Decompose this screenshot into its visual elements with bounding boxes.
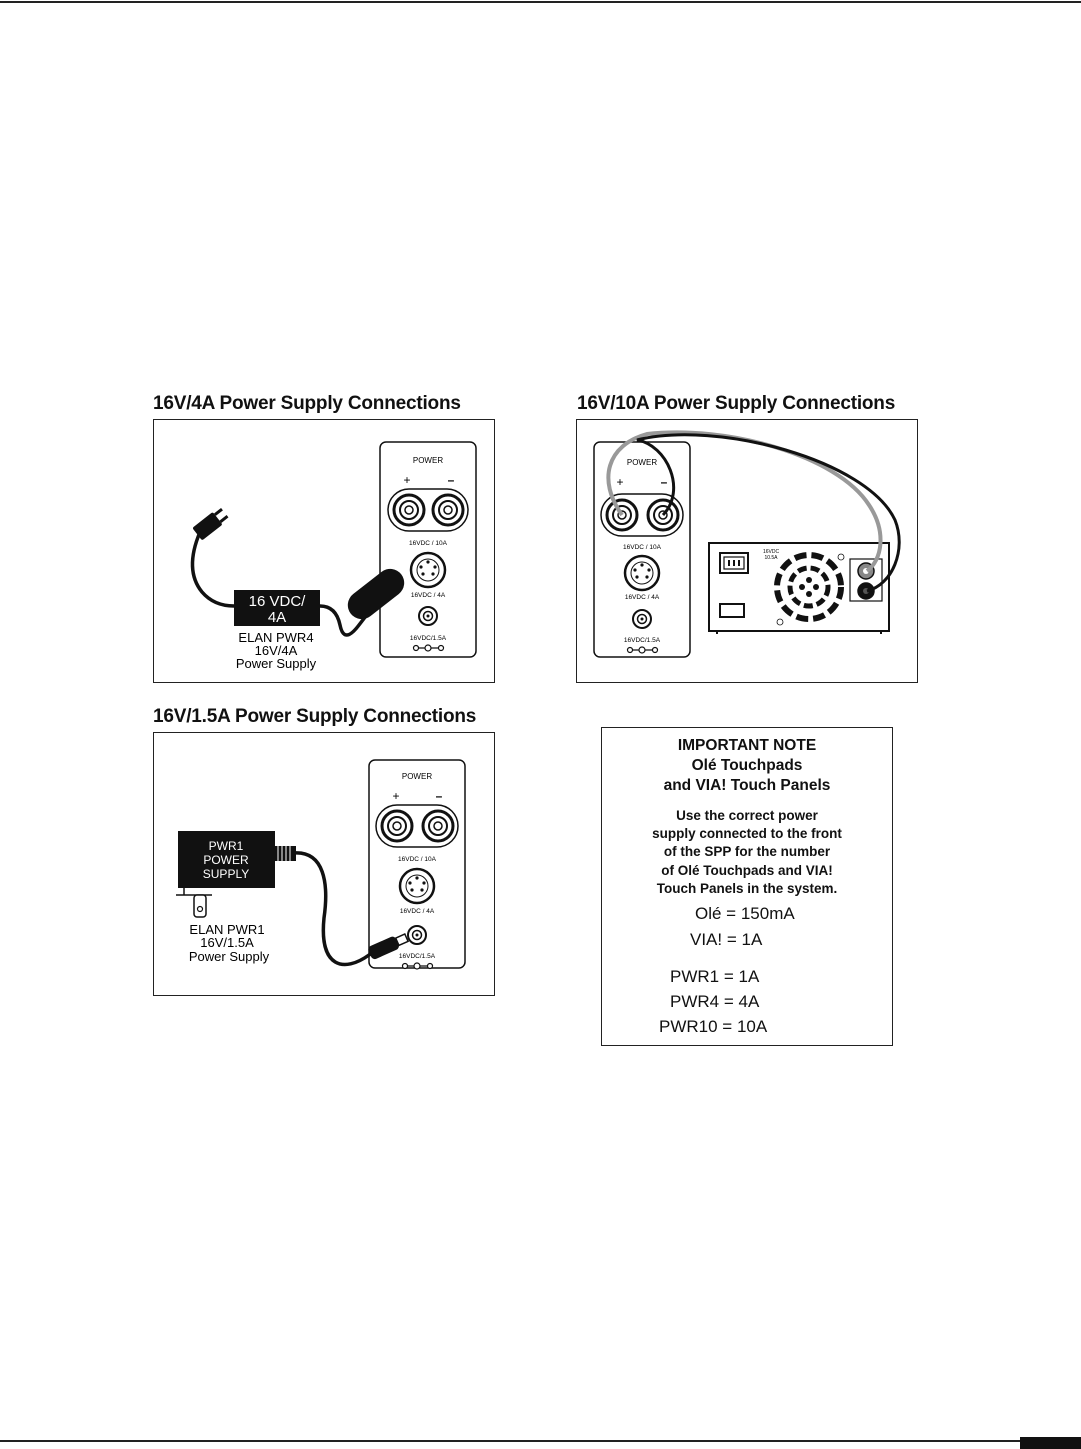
pwr1-diagram: POWER + – 16VDC / 10A 16VDC / 4A 16VD xyxy=(153,732,495,996)
note-title-2: Olé Touchpads xyxy=(691,757,803,774)
note-title-3: and VIA! Touch Panels xyxy=(663,777,831,794)
note-via-current: VIA! = 1A xyxy=(690,930,763,949)
pwr10-diagram-svg: POWER + – 16VDC / 10A 16VDC / 4A 16VD xyxy=(593,430,901,658)
plus-sign-1-5a: + xyxy=(392,789,399,803)
note-body-1: Use the correct power xyxy=(676,808,818,823)
bottom-rule xyxy=(0,1440,1081,1442)
pwr1-caption-3: Power Supply xyxy=(189,949,270,964)
minus-sign: – xyxy=(448,473,455,487)
negative-binding-post-icon-1-5a xyxy=(421,809,455,843)
page-tab-marker xyxy=(1020,1437,1081,1449)
pwr10-rating-1: 16VDC xyxy=(763,549,780,555)
pwr1-adapter xyxy=(178,831,275,888)
pwr1-adapter-label-3: SUPPLY xyxy=(203,867,249,881)
pwr4-caption-2: 16V/4A xyxy=(255,643,298,658)
pwr4-adapter-label-2: 4A xyxy=(268,609,286,626)
heading-pwr1: 16V/1.5A Power Supply Connections xyxy=(153,706,477,727)
polarity-symbol-icon-1-5a xyxy=(401,962,434,970)
pwr1-cord xyxy=(293,851,381,967)
pwr1-diagram-svg: POWER + – 16VDC / 10A 16VDC / 4A 16VD xyxy=(176,759,466,970)
label-10a: 16VDC / 10A xyxy=(409,540,448,547)
minus-sign-10a: – xyxy=(661,475,668,489)
ground-screw-icon xyxy=(837,553,845,561)
plus-sign: + xyxy=(403,473,410,487)
label-10a-10a: 16VDC / 10A xyxy=(623,544,662,551)
din-connector-icon xyxy=(409,551,447,589)
label-1-5a-10a: 16VDC/1.5A xyxy=(624,637,661,644)
din-connector-icon-1-5a xyxy=(398,867,436,905)
label-10a-1-5a: 16VDC / 10A xyxy=(398,856,437,863)
din-connector-icon-10a xyxy=(623,554,661,592)
heading-pwr4: 16V/4A Power Supply Connections xyxy=(153,393,461,414)
note-body-2: supply connected to the front xyxy=(652,826,842,841)
note-pwr4-rating: PWR4 = 4A xyxy=(670,992,760,1011)
ground-symbol-icon xyxy=(776,618,784,626)
note-title-1: IMPORTANT NOTE xyxy=(677,737,817,754)
barrel-jack-icon xyxy=(418,606,438,626)
label-4a-10a: 16VDC / 4A xyxy=(625,594,660,601)
label-1-5a: 16VDC/1.5A xyxy=(410,635,447,642)
label-4a: 16VDC / 4A xyxy=(411,592,446,599)
plus-sign-10a: + xyxy=(616,475,623,489)
label-4a-1-5a: 16VDC / 4A xyxy=(400,908,435,915)
pwr4-diagram-svg: POWER + – 16VDC / 10A 16VDC / 4A 16VD xyxy=(190,441,477,671)
label-1-5a-1-5a: 16VDC/1.5A xyxy=(399,953,436,960)
barrel-jack-icon-1-5a xyxy=(407,925,427,945)
iec-inlet-icon xyxy=(719,552,749,574)
negative-binding-post-icon xyxy=(431,493,465,527)
pwr1-caption-2: 16V/1.5A xyxy=(200,935,254,950)
note-body-5: Touch Panels in the system. xyxy=(656,881,838,896)
note-pwr1-rating: PWR1 = 1A xyxy=(670,967,760,986)
power-label-1-5a: POWER xyxy=(402,772,432,781)
note-body-3: of the SPP for the number xyxy=(663,844,831,859)
barrel-plug-icon xyxy=(368,933,410,960)
din-plug-icon xyxy=(347,568,405,620)
positive-binding-post-icon-1-5a xyxy=(380,809,414,843)
pwr4-adapter-brick xyxy=(234,590,320,626)
heading-pwr10: 16V/10A Power Supply Connections xyxy=(577,393,896,414)
negative-cable xyxy=(636,433,901,593)
pwr4-caption-3: Power Supply xyxy=(236,656,317,671)
polarity-symbol-icon-10a xyxy=(626,646,659,654)
top-rule xyxy=(0,1,1081,3)
pwr4-diagram: POWER + – 16VDC / 10A 16VDC / 4A 16VD xyxy=(153,419,495,683)
power-label-10a: POWER xyxy=(627,458,657,467)
plug-prong-icon xyxy=(176,888,212,918)
polarity-symbol-icon xyxy=(412,644,445,652)
power-switch-icon xyxy=(719,603,745,618)
minus-sign-1-5a: – xyxy=(436,789,443,803)
pwr1-adapter-label-2: POWER xyxy=(203,853,249,867)
strain-relief-icon xyxy=(274,846,296,861)
pwr1-adapter-label-1: PWR1 xyxy=(209,839,244,853)
fan-grille-icon xyxy=(774,552,844,622)
ac-cord xyxy=(190,531,235,608)
pwr10-rating-2: 10.5A xyxy=(764,555,778,561)
barrel-jack-icon-10a xyxy=(632,609,652,629)
pwr1-caption-1: ELAN PWR1 xyxy=(189,922,264,937)
note-ole-current: Olé = 150mA xyxy=(695,904,795,923)
positive-binding-post-icon xyxy=(392,493,426,527)
important-note-box: IMPORTANT NOTE Olé Touchpads and VIA! To… xyxy=(601,727,893,1046)
power-label: POWER xyxy=(413,456,443,465)
pwr10-diagram: POWER + – 16VDC / 10A 16VDC / 4A 16VD xyxy=(576,419,918,683)
pwr4-adapter-label-1: 16 VDC/ xyxy=(249,593,307,610)
note-pwr10-rating: PWR10 = 10A xyxy=(659,1017,768,1036)
note-body-4: of Olé Touchpads and VIA! xyxy=(661,863,833,878)
pwr4-caption-1: ELAN PWR4 xyxy=(238,630,313,645)
